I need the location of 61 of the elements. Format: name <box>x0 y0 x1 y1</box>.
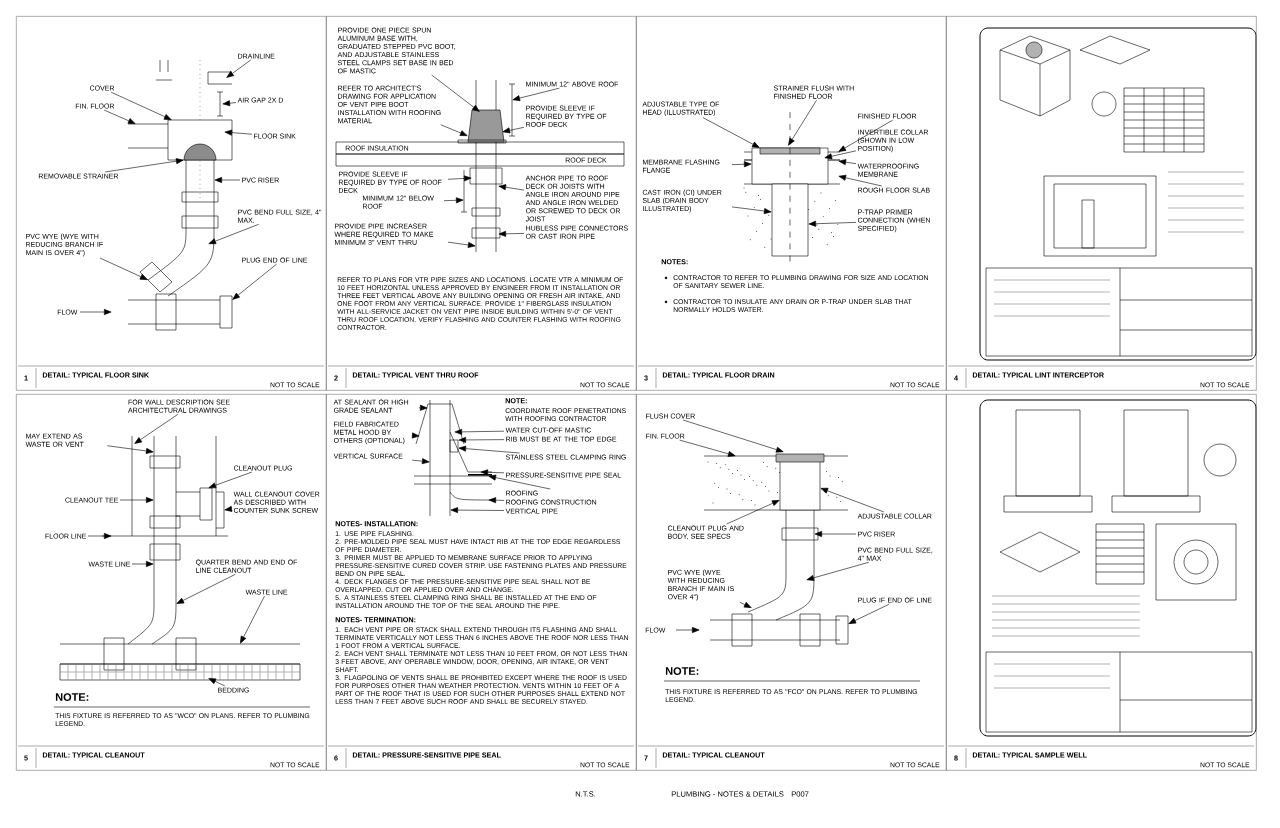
leader-line <box>106 445 154 454</box>
leader-line <box>224 129 253 136</box>
leader-line <box>443 197 464 204</box>
leader-line <box>731 161 752 168</box>
leader-line <box>418 404 428 411</box>
leader-line <box>119 497 154 503</box>
leader-line <box>208 471 253 489</box>
leader-line <box>208 678 226 687</box>
leader-line <box>502 127 525 134</box>
waste-line-drawing <box>59 599 301 681</box>
leader-line <box>454 428 505 435</box>
leader-line <box>447 175 472 182</box>
leader-line <box>726 500 780 525</box>
leader-line <box>131 561 154 567</box>
leader-line <box>838 174 883 187</box>
leader-line <box>232 263 277 300</box>
leader-line <box>679 439 736 457</box>
leader-line <box>498 230 525 237</box>
leader-line <box>488 497 505 504</box>
leader-line <box>848 603 890 624</box>
leader-line <box>411 458 430 465</box>
leader-line <box>440 124 468 136</box>
leader-line <box>431 74 480 112</box>
leader-line <box>134 414 179 444</box>
leader-line <box>838 159 857 166</box>
vent-pipe-drawing <box>457 79 516 253</box>
leader-line <box>176 574 236 604</box>
leader-line <box>208 223 260 244</box>
leader-line <box>103 109 136 124</box>
leader-line <box>788 100 817 146</box>
leader-line <box>820 487 885 513</box>
pipe-seal-drawing <box>413 399 495 517</box>
leader-line <box>224 506 233 512</box>
leader-line <box>806 561 870 581</box>
leader-line <box>226 59 251 78</box>
leader-line <box>214 177 241 183</box>
leader-line <box>838 119 893 152</box>
leader-line <box>512 87 560 101</box>
leader-line <box>458 445 520 454</box>
leader-line <box>104 158 184 173</box>
leader-line <box>87 533 112 539</box>
leader-line <box>731 206 772 214</box>
leader-line <box>240 595 265 644</box>
leader-line <box>498 184 525 191</box>
leader-line <box>110 91 172 120</box>
leader-line <box>458 437 505 443</box>
leader-line <box>814 531 857 537</box>
leader-line <box>411 432 420 439</box>
leader-line <box>222 100 237 107</box>
leader-line <box>682 419 784 453</box>
leader-line <box>824 150 857 160</box>
leader-line <box>702 117 760 148</box>
leader-line <box>99 257 148 280</box>
floor-drain-drawing <box>743 111 841 265</box>
floor-sink-drawing <box>127 59 233 331</box>
leader-line <box>488 474 551 490</box>
leader-line <box>739 601 752 608</box>
leader-line <box>480 469 505 476</box>
leader-line <box>447 241 476 248</box>
leader-line <box>450 507 505 514</box>
leader-line <box>808 220 857 227</box>
